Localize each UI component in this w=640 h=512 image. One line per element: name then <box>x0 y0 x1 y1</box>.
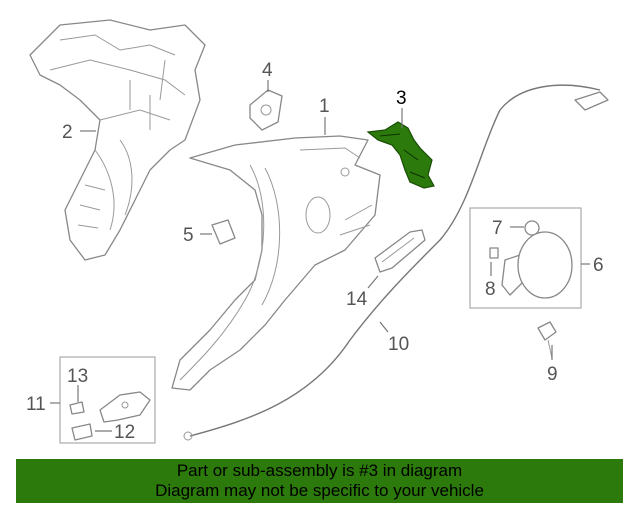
part-3-highlighted-bracket <box>366 121 435 189</box>
callout-14: 14 <box>346 289 368 310</box>
callout-4: 4 <box>262 60 273 81</box>
leader-lines <box>50 80 590 432</box>
callout-9: 9 <box>547 364 558 385</box>
info-banner: Part or sub-assembly is #3 in diagram Di… <box>16 459 623 503</box>
banner-line-1: Part or sub-assembly is #3 in diagram <box>176 461 463 480</box>
fuel-door-group-box <box>469 207 582 309</box>
part-5-clip <box>211 219 236 245</box>
callout-10: 10 <box>388 334 409 355</box>
banner-line-2: Diagram may not be specific to your vehi… <box>155 481 484 500</box>
part-1-quarter-panel <box>171 135 381 391</box>
part-2-wheelhouse <box>29 19 206 261</box>
parts-diagram: 1 2 3 4 5 6 7 8 9 10 11 12 13 14 <box>26 19 609 444</box>
part-10-cable <box>183 84 609 441</box>
latch-group-box <box>59 356 156 444</box>
callout-12: 12 <box>114 422 135 443</box>
part-4-bracket <box>249 89 283 131</box>
callout-11: 11 <box>26 394 46 415</box>
callout-6: 6 <box>593 255 604 276</box>
callout-2: 2 <box>62 122 73 143</box>
callout-13: 13 <box>67 366 88 387</box>
part-14-housing <box>374 229 426 273</box>
callout-7: 7 <box>492 218 503 239</box>
callout-3: 3 <box>396 88 407 109</box>
callout-5: 5 <box>183 225 194 246</box>
part-9-bolt <box>537 321 557 359</box>
callout-1: 1 <box>319 96 330 117</box>
callout-8: 8 <box>485 279 496 300</box>
